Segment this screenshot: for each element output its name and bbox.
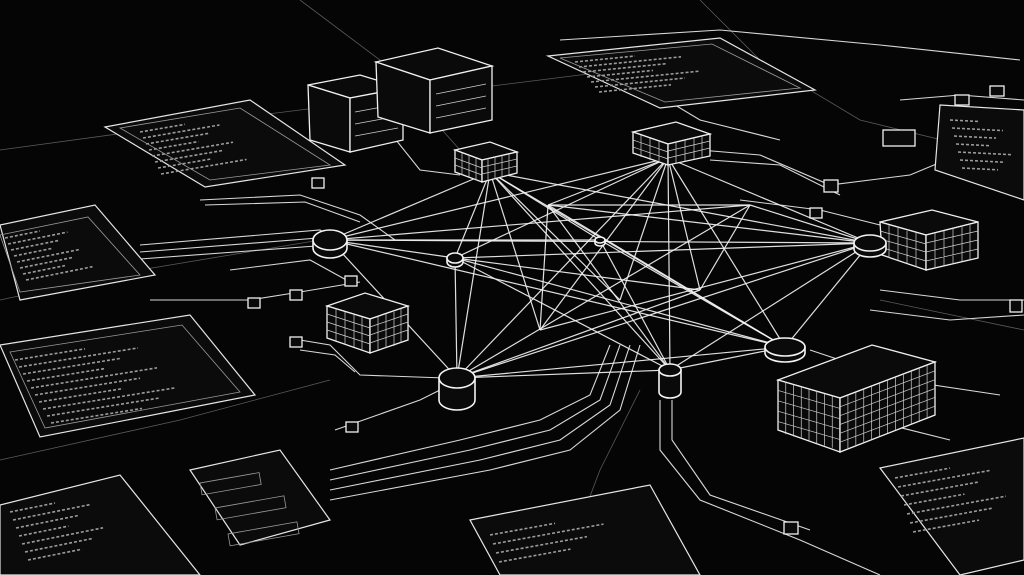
network-hub-icon <box>312 229 348 259</box>
network-edge <box>454 171 491 259</box>
network-edge <box>329 204 751 241</box>
network-edge <box>539 204 549 331</box>
storage-box-icon <box>879 209 979 271</box>
network-edge <box>456 289 701 379</box>
storage-box-icon <box>630 121 713 166</box>
network-edge <box>669 242 871 371</box>
network-edge <box>489 171 541 331</box>
storage-box-icon <box>775 344 938 453</box>
network-edge <box>454 257 701 291</box>
network-hub-icon <box>853 234 887 258</box>
network-edge <box>456 242 871 379</box>
storage-box-icon <box>324 292 411 354</box>
network-edge <box>667 157 701 291</box>
network-edge <box>547 204 871 244</box>
network-edge <box>547 157 669 206</box>
document-panel-bottomcenter <box>469 484 701 575</box>
network-edge <box>619 157 669 301</box>
network-hub-icon <box>594 236 606 247</box>
network-edge <box>667 157 786 348</box>
network-edge <box>454 257 458 379</box>
connector-pads <box>247 85 1023 535</box>
storage-box-icon <box>452 141 520 183</box>
network-edge <box>456 171 491 379</box>
network-edge <box>699 204 751 291</box>
network-edge <box>456 369 671 379</box>
network-edge <box>329 171 491 241</box>
network-edge <box>456 204 751 379</box>
network-edge <box>784 242 871 348</box>
network-edge <box>667 157 671 371</box>
network-edge <box>456 346 786 379</box>
network-edge <box>547 204 786 348</box>
network-edge <box>329 157 669 241</box>
document-panel-left <box>0 204 157 301</box>
network-edge <box>329 239 786 348</box>
network-edge <box>489 171 671 371</box>
network-edge <box>547 204 671 371</box>
server-rack-icon <box>373 47 495 134</box>
network-edge <box>454 242 871 259</box>
panel-text-rows <box>4 55 1013 563</box>
document-panel-bottomleft <box>0 449 331 575</box>
network-hub-icon <box>658 363 682 399</box>
network-edge <box>749 204 871 244</box>
network-edge <box>489 171 621 301</box>
network-hub-icon <box>438 367 476 411</box>
network-hub-icon <box>446 252 464 268</box>
network-edges <box>329 157 871 379</box>
network-hub-icon <box>764 337 806 363</box>
network-edge <box>456 157 669 379</box>
network-edge <box>667 157 871 244</box>
document-panel-topleft <box>103 99 347 188</box>
network-edge <box>539 242 871 331</box>
network-nodes <box>312 229 887 411</box>
document-panel-midleft <box>0 314 257 438</box>
network-edge <box>599 239 671 371</box>
network-edge <box>454 257 671 371</box>
network-edge <box>489 171 601 241</box>
network-edge <box>329 239 456 259</box>
